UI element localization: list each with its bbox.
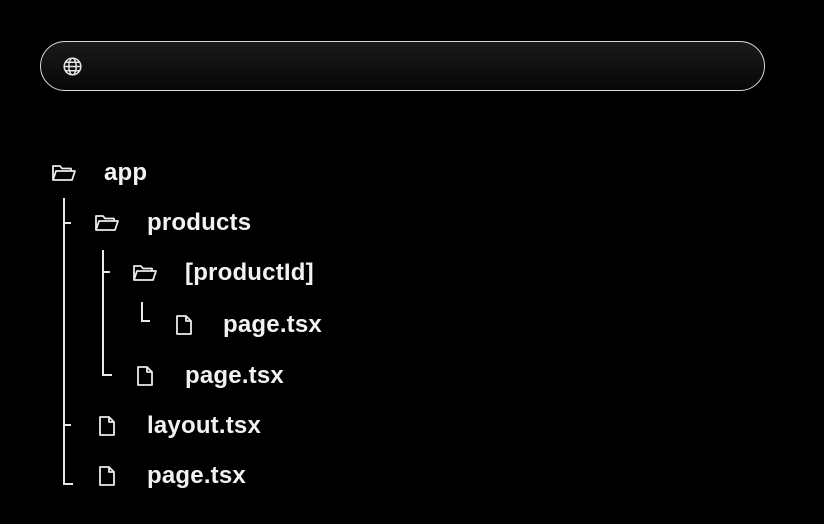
address-bar[interactable] — [40, 41, 765, 91]
tree-connector-productid — [141, 302, 143, 322]
file-icon — [171, 314, 197, 336]
tree-item-label: app — [104, 159, 148, 186]
tree-connector-products — [102, 250, 104, 376]
tree-connector-products-tick-productid — [102, 271, 110, 273]
tree-item-app[interactable]: app — [51, 158, 147, 188]
tree-item-label: page.tsx — [147, 462, 246, 489]
folder-open-icon — [132, 262, 158, 284]
globe-icon — [63, 57, 82, 76]
tree-item-productid-page[interactable]: page.tsx — [171, 310, 322, 340]
tree-connector-app-tick-layout — [63, 424, 71, 426]
tree-connector-products-tick-page — [102, 374, 112, 376]
tree-connector-app-tick-page — [63, 483, 73, 485]
file-icon — [132, 365, 158, 387]
tree-item-label: layout.tsx — [147, 412, 262, 439]
tree-item-products[interactable]: products — [94, 208, 251, 238]
folder-open-icon — [94, 212, 120, 234]
tree-item-label: page.tsx — [185, 362, 284, 389]
tree-item-productid[interactable]: [productId] — [132, 258, 314, 288]
tree-item-layout[interactable]: layout.tsx — [94, 411, 261, 441]
folder-open-icon — [51, 162, 77, 184]
tree-connector-productid-tick-page — [141, 320, 150, 322]
tree-connector-app — [63, 198, 65, 485]
tree-item-label: [productId] — [185, 259, 314, 286]
tree-item-label: page.tsx — [223, 311, 322, 338]
tree-item-app-page[interactable]: page.tsx — [94, 461, 246, 491]
tree-item-products-page[interactable]: page.tsx — [132, 361, 284, 391]
file-icon — [94, 415, 120, 437]
file-icon — [94, 465, 120, 487]
tree-connector-app-tick-products — [63, 222, 71, 224]
tree-item-label: products — [147, 209, 252, 236]
